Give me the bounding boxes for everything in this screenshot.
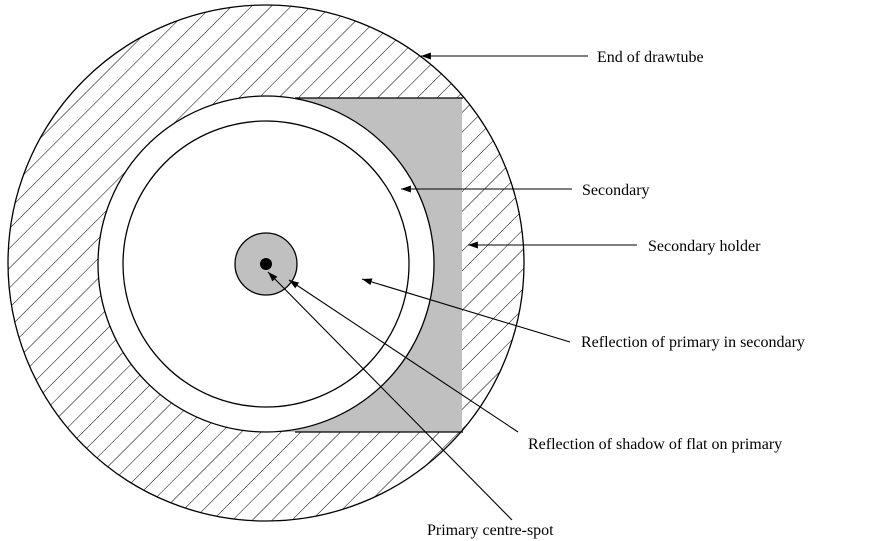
drawtube-outline — [7, 4, 525, 522]
label-end-of-drawtube: End of drawtube — [597, 49, 704, 66]
primary-centre-spot-dot — [260, 258, 272, 270]
label-primary-centre-spot: Primary centre-spot — [427, 522, 554, 539]
label-secondary: Secondary — [582, 182, 650, 199]
arrow-reflection-primary — [361, 278, 571, 343]
label-secondary-holder: Secondary holder — [648, 238, 761, 255]
arrow-primary-centre-spot — [267, 271, 513, 521]
label-reflection-shadow: Reflection of shadow of flat on primary — [528, 436, 782, 453]
label-reflection-primary: Reflection of primary in secondary — [581, 334, 805, 351]
arrow-reflection-shadow — [288, 279, 519, 433]
